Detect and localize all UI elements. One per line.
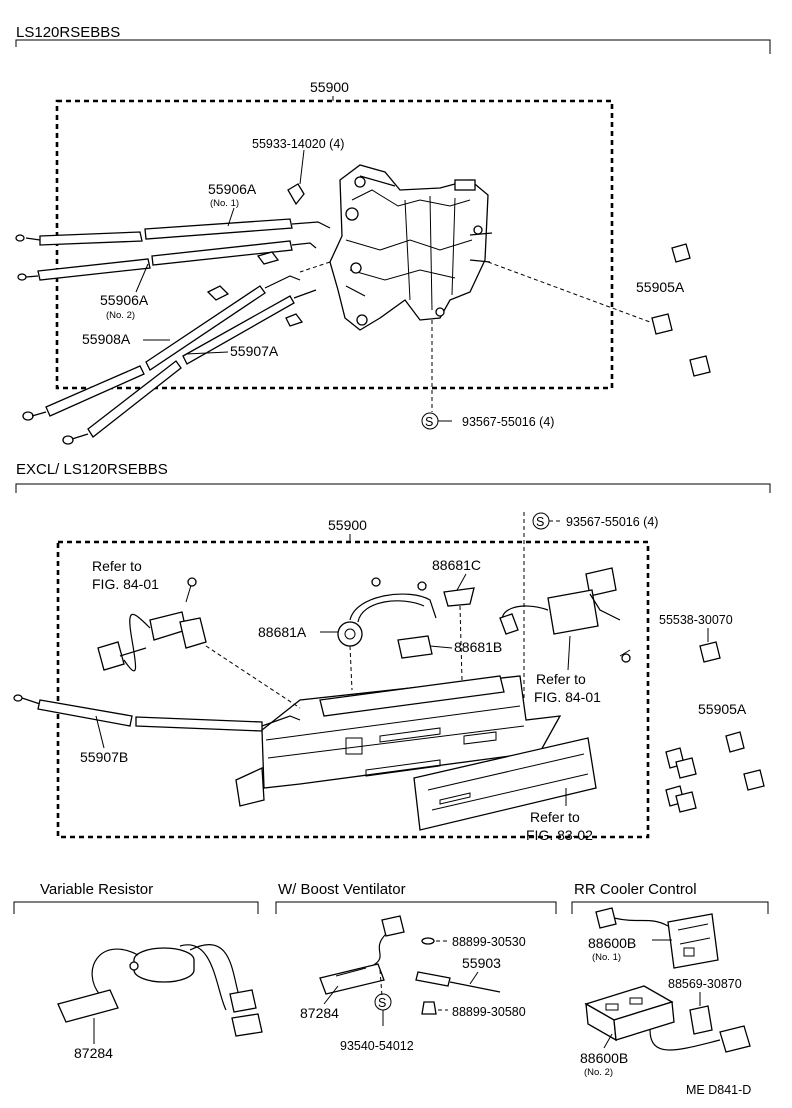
bv-part-55903-label: 55903 [462,955,501,971]
top-cable-55907a-label: 55907A [230,343,279,359]
top-section-bracket [15,39,771,54]
diagram-code: ME D841-D [686,1083,751,1097]
top-section-header: LS120RSEBBS [16,24,120,41]
mid-refer-right-1: Refer to [536,671,586,687]
mid-screw-93567-label: 93567-55016 (4) [566,515,658,529]
mid-assembly-boundary [56,540,650,839]
mid-section-header: EXCL/ LS120RSEBBS [16,461,168,478]
mid-knob-55905a-label: 55905A [698,701,747,717]
mid-control-panel [235,675,562,807]
bv-section-bracket [275,901,557,914]
bv-part-88899-30530-label: 88899-30530 [452,935,526,949]
top-cable-55906a-no2 [17,240,317,281]
mid-face-plate [413,737,597,831]
mid-refer-bottom-2: FIG. 83-02 [526,827,593,843]
mid-refer-left-2: FIG. 84-01 [92,576,159,592]
top-cable-55906a-no2-note: (No. 2) [106,310,135,321]
vr-part-87284-label: 87284 [74,1045,113,1061]
mid-section-bracket [15,483,771,493]
top-control-assembly [329,164,493,331]
bv-terminal-55903 [415,971,501,993]
top-screw-93567-label: 93567-55016 (4) [462,415,554,429]
rr-bracket-88569 [689,1005,713,1035]
top-cable-55906a-no1-note: (No. 1) [210,198,239,209]
top-clip-left [206,251,304,327]
top-cable-55906a-no2-label: 55906A [100,292,149,308]
top-clip-55933 [287,149,305,206]
mid-assembly-label: 55900 [328,517,367,533]
mid-refer-bottom-1: Refer to [530,809,580,825]
rr-part-88600b-no1-label: 88600B [588,935,636,951]
bv-bolt [421,1001,437,1015]
top-cable-55908a [22,275,301,421]
mid-knobs-55905a [665,731,765,813]
mid-part-88681b-label: 88681B [454,639,502,655]
mid-right-switch [499,567,631,663]
mid-screw-s-symbol: S [536,515,544,529]
top-knob-55905a [651,243,711,377]
rr-section-header: RR Cooler Control [574,881,697,898]
bv-section-header: W/ Boost Ventilator [278,881,406,898]
bv-part-87284-label: 87284 [300,1005,339,1021]
mid-cable-55907b [13,694,301,732]
top-cable-55906a-no1 [15,218,331,246]
vr-section-header: Variable Resistor [40,881,153,898]
rr-part-88600b-no2-label: 88600B [580,1050,628,1066]
rr-part-88600b-no2-note: (No. 2) [584,1067,613,1078]
mid-switch-parts [337,577,475,691]
mid-cable-55907b-label: 55907B [80,749,128,765]
top-screw-qty-label: 55933-14020 (4) [252,137,344,151]
top-cable-55908a-label: 55908A [82,331,131,347]
top-assembly-label: 55900 [310,79,349,95]
mid-part-55538 [699,641,721,663]
bv-screw-93540-label: 93540-54012 [340,1039,414,1053]
mid-part-88681c-label: 88681C [432,557,481,573]
top-cable-55906a-no1-label: 55906A [208,181,257,197]
top-knob-55905a-label: 55905A [636,279,685,295]
vr-variable-resistor [57,943,263,1037]
mid-refer-right-2: FIG. 84-01 [534,689,601,705]
rr-section-bracket [571,901,769,914]
rr-part-88600b-no1-note: (No. 1) [592,952,621,963]
mid-part-88681a-label: 88681A [258,624,307,640]
vr-section-bracket [13,901,259,914]
rr-control-no1 [595,907,719,969]
bv-part-88899-30580-label: 88899-30580 [452,1005,526,1019]
top-cable-55907a [62,289,317,445]
top-knob-leader [487,261,651,323]
bv-washer [421,937,435,945]
bv-screw-s-symbol: S [378,996,386,1010]
top-screw-s-symbol: S [425,415,433,429]
rr-part-88569-label: 88569-30870 [668,977,742,991]
mid-part-55538-label: 55538-30070 [659,613,733,627]
mid-refer-left-1: Refer to [92,558,142,574]
rr-control-no2 [584,985,751,1053]
mid-left-harness [97,577,207,672]
bv-resistor-assembly [319,915,405,997]
